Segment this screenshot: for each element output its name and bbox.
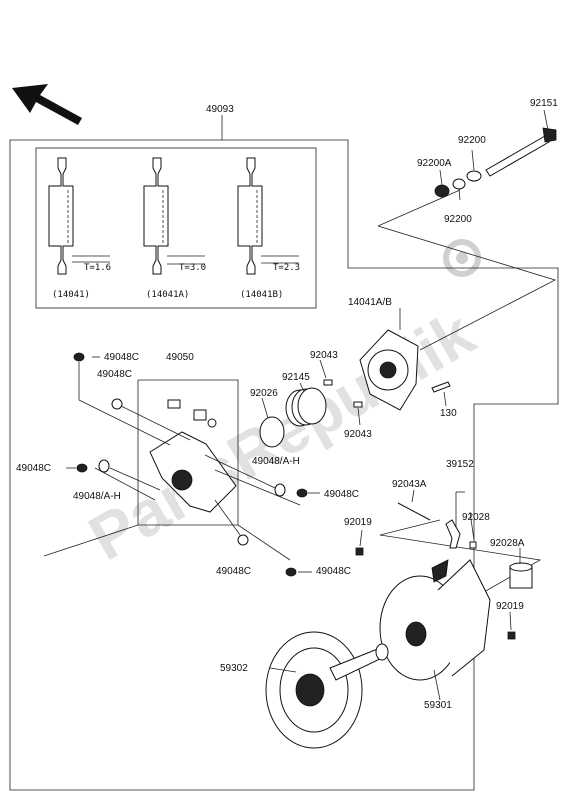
bushing-92028a — [509, 562, 533, 589]
pin-92043-bottom — [353, 401, 363, 408]
label-92200-bottom: 92200 — [444, 214, 472, 225]
spider-14041ab — [359, 329, 419, 411]
label-92145: 92145 — [282, 372, 310, 383]
inset-caption-14041a: (14041A) — [146, 290, 189, 300]
o-ring-92026 — [259, 416, 285, 448]
direction-arrow-icon — [12, 84, 82, 125]
label-49048c-1: 49048C — [104, 352, 139, 363]
label-49048ah-1: 49048/A-H — [73, 491, 121, 502]
inset-box — [35, 147, 317, 309]
label-59301: 59301 — [424, 700, 452, 711]
label-92019-bottom: 92019 — [496, 601, 524, 612]
ramp-14041b-drawing — [237, 157, 299, 275]
bolt-130 — [431, 381, 451, 393]
label-92043-top: 92043 — [310, 350, 338, 361]
pin-92043a — [397, 502, 431, 521]
label-92043-bottom: 92043 — [344, 429, 372, 440]
gear-watermark-icon — [443, 239, 481, 277]
washer-92200-b — [466, 170, 482, 182]
inset-caption-14041: (14041) — [52, 290, 90, 300]
leader-lines — [66, 109, 549, 701]
bolt-92151 — [485, 127, 557, 177]
nut-49048c-2 — [111, 398, 123, 410]
label-39152: 39152 — [446, 459, 474, 470]
label-92043a: 92043A — [392, 479, 427, 490]
weight-39152 — [445, 519, 461, 549]
nut-49048c-4 — [296, 488, 308, 498]
assembly-outline — [9, 139, 559, 791]
label-92019-top: 92019 — [344, 517, 372, 528]
label-49048c-5: 49048C — [216, 566, 251, 577]
roller-49048ah-1 — [98, 459, 110, 473]
nut-92019-top — [355, 547, 364, 556]
sheave-59302 — [265, 631, 389, 749]
label-49093: 49093 — [206, 104, 234, 115]
nut-49048c-1 — [73, 352, 85, 362]
thickness-3: T=2.3 — [273, 263, 300, 273]
thickness-1: T=1.6 — [84, 263, 111, 273]
inset-caption-14041b: (14041B) — [240, 290, 283, 300]
washer-92200a — [434, 184, 450, 198]
sheave-hub-49050 — [149, 399, 237, 513]
nut-92019-bottom — [507, 631, 516, 640]
label-49048c-6: 49048C — [316, 566, 351, 577]
nut-49048c-6 — [285, 567, 297, 577]
label-59302: 59302 — [220, 663, 248, 674]
ramp-14041-drawing — [48, 157, 110, 275]
label-92026: 92026 — [250, 388, 278, 399]
label-92028: 92028 — [462, 512, 490, 523]
label-49048c-2: 49048C — [97, 369, 132, 380]
label-92200-top: 92200 — [458, 135, 486, 146]
bracket-lines — [43, 189, 557, 601]
label-130: 130 — [440, 408, 457, 419]
label-14041ab: 14041A/B — [348, 297, 392, 308]
label-49050: 49050 — [166, 352, 194, 363]
thickness-2: T=3.0 — [179, 263, 206, 273]
pin-92028 — [469, 541, 477, 549]
label-49048c-3: 49048C — [16, 463, 51, 474]
washer-92200-a — [452, 178, 466, 190]
pin-92043-top — [323, 379, 333, 386]
label-49048c-4: 49048C — [324, 489, 359, 500]
label-92151: 92151 — [530, 98, 558, 109]
label-49048ah-2: 49048/A-H — [252, 456, 300, 467]
roller-49048ah-2 — [274, 483, 286, 497]
nut-49048c-3 — [76, 463, 88, 473]
label-92028a: 92028A — [490, 538, 525, 549]
nut-49048c-5 — [237, 534, 249, 546]
label-92200a: 92200A — [417, 158, 452, 169]
sheave-59301 — [379, 559, 491, 681]
spring-92145 — [285, 387, 327, 427]
ramp-14041a-drawing — [143, 157, 205, 275]
